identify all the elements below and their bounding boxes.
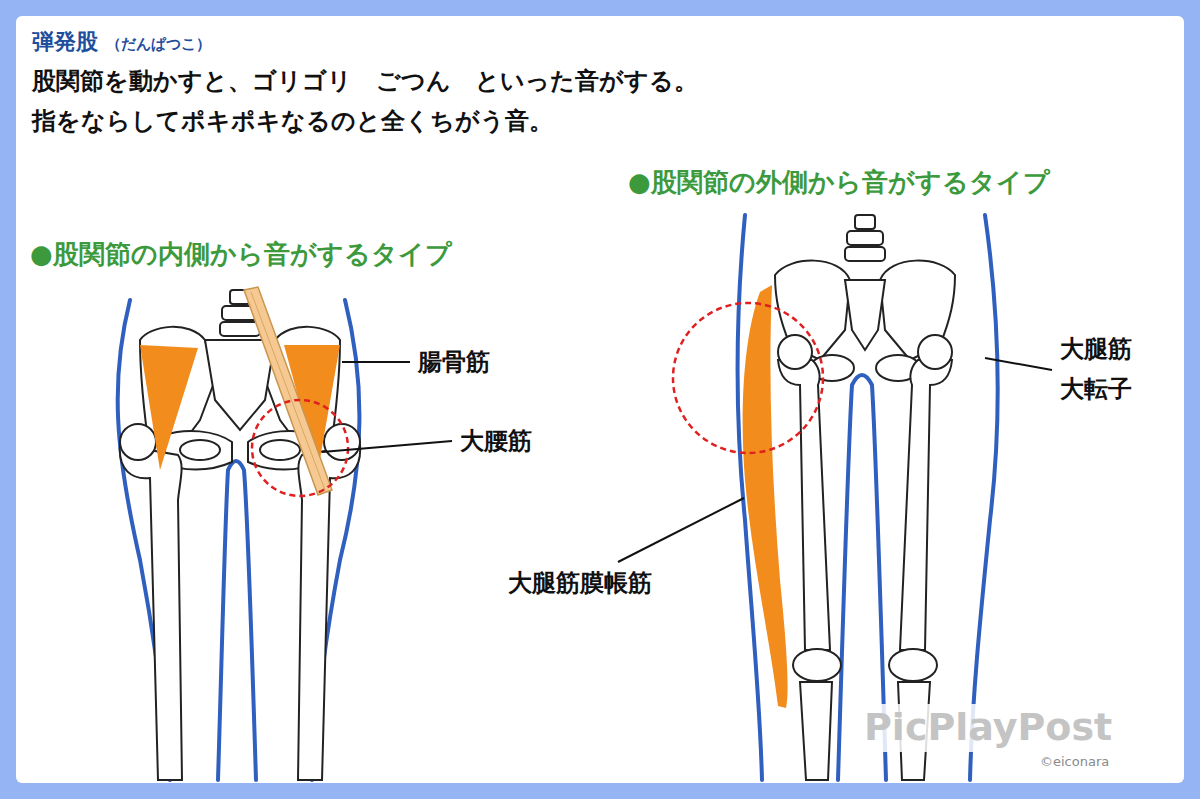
knee <box>793 649 841 681</box>
femur-head <box>324 424 360 460</box>
femur-head <box>778 335 812 369</box>
tibia <box>800 682 832 780</box>
leg-outline <box>970 215 998 780</box>
outer-type-figure <box>618 215 1052 780</box>
femur <box>298 445 360 780</box>
leader-line <box>342 361 410 363</box>
body-text: 股関節を動かすと、ゴリゴリ ごつん といった音がする。 <box>32 66 698 96</box>
part-name: 腸骨筋 <box>418 347 490 377</box>
panel <box>16 16 1184 783</box>
tfl-muscle <box>743 285 788 708</box>
vertebra <box>847 231 883 245</box>
section-heading: ●股関節の外側から音がするタイプ <box>628 166 1050 199</box>
highlight-circle <box>673 303 823 453</box>
vertebra <box>855 215 875 229</box>
psoas-muscle <box>251 292 325 490</box>
section-heading: ●股関節の内側から音がするタイプ <box>30 238 452 271</box>
leg-outline <box>218 461 256 780</box>
sacrum <box>845 280 885 350</box>
title-reading: （だんぱつこ） <box>106 35 211 54</box>
inner-type-figure <box>118 287 452 780</box>
part-name: 大腿筋膜帳筋 <box>508 568 652 598</box>
body-text: 指をならしてポキポキなるのと全くちがう音。 <box>32 106 553 136</box>
vertebra <box>220 322 260 336</box>
part-name: 大腰筋 <box>460 426 532 456</box>
knee <box>889 649 937 681</box>
obturator <box>180 440 220 460</box>
watermark: PicPlayPost <box>860 704 1116 752</box>
iliacus-muscle <box>140 345 198 470</box>
part-name: 大転子 <box>1060 374 1132 404</box>
vertebra <box>845 247 885 261</box>
psoas-muscle <box>244 287 332 495</box>
femur <box>900 360 952 650</box>
title: 弾発股 <box>32 28 98 56</box>
highlight-circle <box>252 400 348 496</box>
leader-line <box>618 498 744 562</box>
watermark: ©eiconara <box>1040 754 1109 770</box>
femur <box>120 445 182 780</box>
part-name: 大腿筋 <box>1060 334 1132 364</box>
leader-line <box>322 441 452 452</box>
femur-head <box>120 424 156 460</box>
leader-line <box>985 358 1052 370</box>
femur-head <box>918 335 952 369</box>
obturator <box>260 440 300 460</box>
femur <box>778 360 830 650</box>
